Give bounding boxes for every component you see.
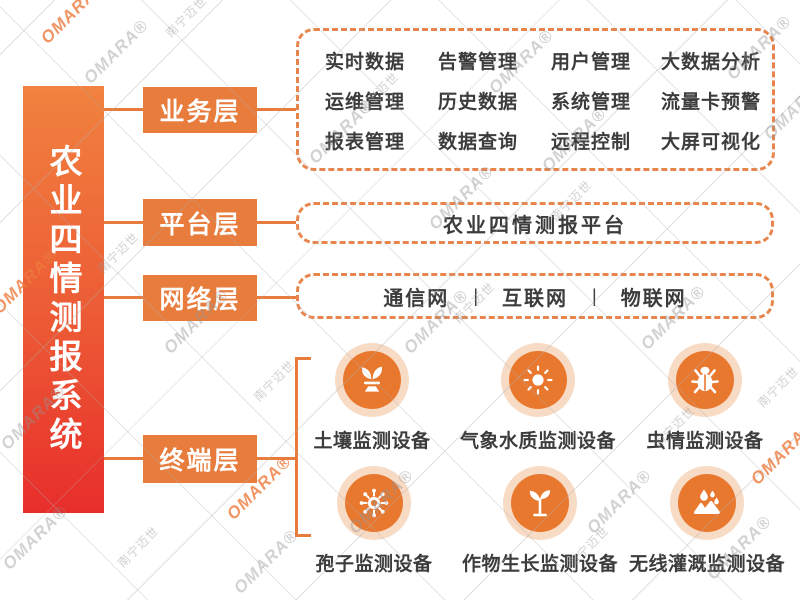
sprout-icon <box>511 474 569 532</box>
bug-icon <box>676 351 734 409</box>
business-item: 用户管理 <box>551 52 632 74</box>
connector-line <box>257 296 296 299</box>
connector-line <box>104 221 143 224</box>
device-label: 无线灌溉监测设备 <box>628 554 785 575</box>
device-label: 孢子监测设备 <box>315 554 433 575</box>
system-title: 农业四情测报系统 <box>45 143 82 456</box>
device-icon-ring <box>670 466 744 540</box>
network-separator: | <box>473 285 478 306</box>
business-item: 告警管理 <box>438 52 519 74</box>
connector-line <box>257 221 296 224</box>
business-items-panel: 实时数据 告警管理 用户管理 大数据分析 运维管理 历史数据 系统管理 流量卡预… <box>296 28 775 171</box>
device-label: 气象水质监测设备 <box>459 431 616 452</box>
terminal-bracket-line <box>295 357 298 537</box>
device-icon-ring <box>503 466 577 540</box>
device-crop-growth: 作物生长监测设备 <box>445 466 635 576</box>
watermark-text: 南宁迈世 <box>115 523 162 571</box>
business-item: 流量卡预警 <box>661 91 762 113</box>
layer-label-network: 网络层 <box>159 286 241 314</box>
device-spore-monitoring: 孢子监测设备 <box>279 466 469 576</box>
layer-box-business: 业务层 <box>143 87 257 133</box>
connector-line <box>104 457 143 460</box>
watermark-text: 南宁迈世 <box>163 0 210 41</box>
business-item: 报表管理 <box>325 131 406 153</box>
device-insect-monitoring: 虫情监测设备 <box>610 343 800 453</box>
layer-box-terminal: 终端层 <box>143 435 257 483</box>
device-soil-monitoring: 土壤监测设备 <box>277 343 467 453</box>
terminal-bracket-stub-bottom <box>295 534 311 537</box>
layer-label-business: 业务层 <box>159 98 241 126</box>
device-icon-ring <box>337 466 411 540</box>
business-item: 实时数据 <box>325 52 406 74</box>
system-title-bar: 农业四情测报系统 <box>23 86 104 513</box>
network-item: 物联网 <box>620 287 687 310</box>
connector-line <box>104 108 143 111</box>
layer-box-platform: 平台层 <box>143 199 257 246</box>
watermark-text: OMARA® <box>37 0 109 48</box>
business-item: 系统管理 <box>551 91 632 113</box>
spore-icon <box>345 474 403 532</box>
layer-label-terminal: 终端层 <box>159 447 241 475</box>
device-icon-ring <box>335 343 409 417</box>
network-separator: | <box>592 285 597 306</box>
business-item: 大数据分析 <box>661 52 762 74</box>
device-label: 土壤监测设备 <box>313 431 431 452</box>
network-item: 通信网 <box>383 287 450 310</box>
platform-name: 农业四情测报平台 <box>443 214 627 237</box>
device-icon-ring <box>668 343 742 417</box>
plant-soil-icon <box>343 351 401 409</box>
network-item: 互联网 <box>502 287 568 310</box>
sun-icon <box>509 351 567 409</box>
device-weather-water: 气象水质监测设备 <box>443 343 633 453</box>
business-item: 远程控制 <box>551 131 632 153</box>
device-label: 虫情监测设备 <box>646 431 764 452</box>
device-wireless-irrigation: 无线灌溉监测设备 <box>612 466 800 576</box>
layer-label-platform: 平台层 <box>159 210 241 239</box>
watermark-text: OMARA® <box>80 15 152 88</box>
connector-line <box>104 296 143 299</box>
device-label: 作物生长监测设备 <box>461 554 618 575</box>
network-panel: 通信网 | 互联网 | 物联网 <box>296 273 774 319</box>
water-drops-icon <box>678 474 736 532</box>
layer-box-network: 网络层 <box>143 275 257 321</box>
business-item: 历史数据 <box>438 91 519 113</box>
device-icon-ring <box>501 343 575 417</box>
business-item: 大屏可视化 <box>661 131 762 153</box>
platform-panel: 农业四情测报平台 <box>296 202 774 244</box>
business-item: 数据查询 <box>438 131 519 153</box>
connector-line <box>257 457 296 460</box>
terminal-bracket-stub-top <box>295 357 311 360</box>
business-item: 运维管理 <box>325 91 406 113</box>
connector-line <box>257 108 296 111</box>
